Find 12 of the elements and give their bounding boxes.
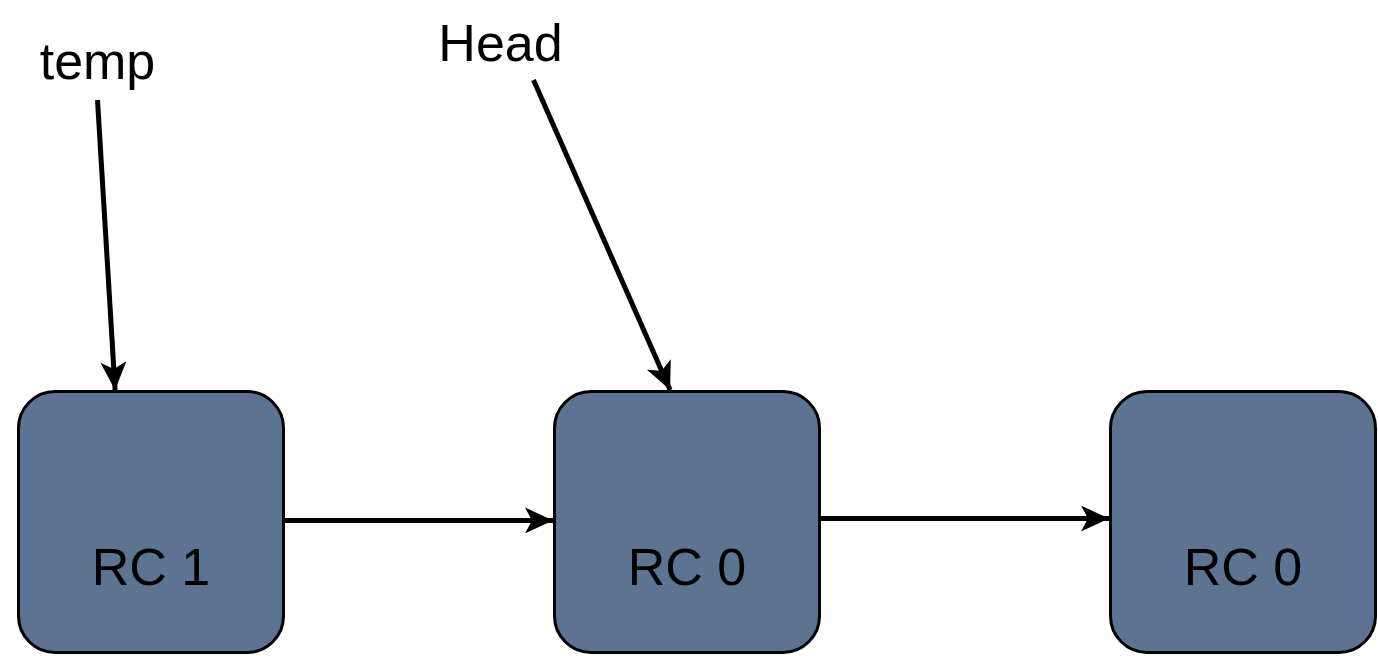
text-label: temp bbox=[20, 22, 175, 100]
rounded-box bbox=[1109, 390, 1377, 654]
text-label: Head bbox=[418, 5, 583, 80]
node-label: RC 0 bbox=[627, 541, 747, 593]
arrow bbox=[95, 99, 127, 391]
arrow bbox=[285, 507, 553, 534]
rounded-box bbox=[553, 390, 821, 654]
node-label: RC 1 bbox=[91, 541, 211, 593]
rounded-box bbox=[17, 390, 285, 654]
arrow bbox=[531, 79, 673, 391]
node-label: RC 0 bbox=[1183, 541, 1303, 593]
arrow bbox=[821, 505, 1109, 532]
